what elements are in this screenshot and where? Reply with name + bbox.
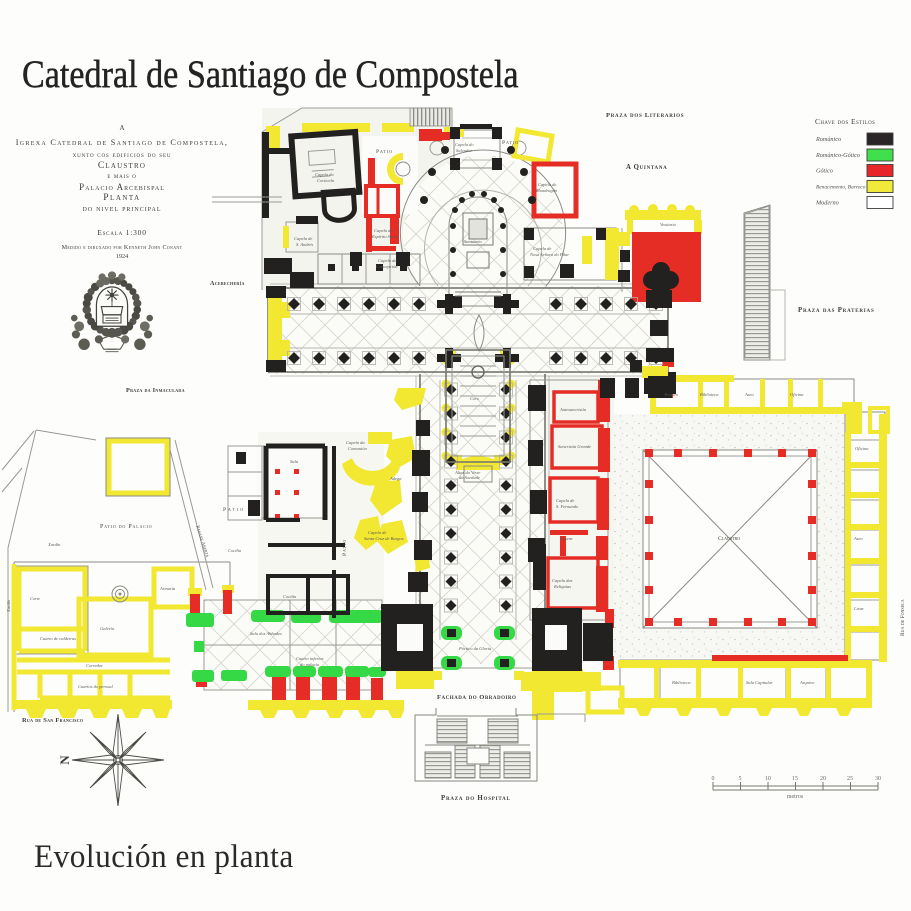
- svg-text:Patio: Patio: [376, 149, 393, 155]
- svg-text:Sancristía Grande: Sancristía Grande: [558, 444, 591, 449]
- svg-text:Románico-Gótico: Románico-Gótico: [815, 152, 860, 159]
- svg-text:Praza das Praterias: Praza das Praterias: [798, 307, 875, 314]
- svg-text:5: 5: [739, 776, 742, 782]
- svg-text:Adega: Adega: [389, 476, 402, 481]
- svg-text:Cuarto inferior: Cuarto inferior: [296, 656, 324, 661]
- svg-text:Sala: Sala: [290, 459, 299, 464]
- svg-text:Lixar: Lixar: [853, 606, 864, 611]
- svg-text:Espírito Santo: Espírito Santo: [371, 234, 399, 239]
- svg-text:Cuartos do persoal: Cuartos do persoal: [78, 684, 114, 689]
- svg-text:Acebechería: Acebechería: [210, 280, 245, 287]
- svg-text:30: 30: [875, 776, 881, 782]
- svg-text:Santuario: Santuario: [464, 239, 483, 244]
- svg-text:Xardín: Xardín: [6, 599, 11, 613]
- svg-text:do palacio: do palacio: [300, 662, 320, 667]
- svg-text:Patio do Palacio: Patio do Palacio: [100, 524, 152, 530]
- svg-text:Claustro: Claustro: [718, 536, 740, 542]
- svg-text:Pasear: Pasear: [559, 536, 573, 541]
- svg-text:Praza da Inmaculada: Praza da Inmaculada: [126, 387, 185, 394]
- svg-text:da Soedade: da Soedade: [459, 475, 480, 480]
- svg-text:Capela do: Capela do: [455, 142, 474, 147]
- svg-text:Galería: Galería: [100, 626, 115, 631]
- svg-text:Capela da: Capela da: [315, 172, 334, 177]
- svg-text:Altar da Virxe: Altar da Virxe: [454, 470, 480, 475]
- svg-text:Palacio Arcebispal: Palacio Arcebispal: [79, 182, 165, 192]
- svg-text:1924: 1924: [116, 253, 128, 260]
- svg-text:20: 20: [820, 776, 826, 782]
- svg-text:Oficina: Oficina: [790, 392, 804, 397]
- svg-text:Moderno: Moderno: [815, 200, 839, 207]
- svg-text:Nosa Señora do Pilar: Nosa Señora do Pilar: [529, 252, 569, 257]
- svg-text:Chave dos Estilos: Chave dos Estilos: [815, 117, 875, 126]
- svg-text:Fachada do Obradoiro: Fachada do Obradoiro: [437, 694, 516, 701]
- svg-text:S. Fernando: S. Fernando: [556, 504, 579, 509]
- svg-text:Capela do: Capela do: [374, 228, 393, 233]
- svg-text:Patio: Patio: [342, 539, 348, 556]
- svg-text:Planta: Planta: [103, 193, 140, 203]
- svg-text:0: 0: [712, 776, 715, 782]
- svg-text:Cociña: Cociña: [228, 548, 242, 553]
- svg-text:Sala dos Abbades: Sala dos Abbades: [250, 631, 282, 636]
- svg-text:Salvador: Salvador: [456, 148, 472, 153]
- svg-text:Sala Capitular: Sala Capitular: [746, 680, 773, 685]
- svg-text:Corte: Corte: [30, 596, 40, 601]
- svg-text:Concepción: Concepción: [376, 264, 398, 269]
- svg-text:Capela de: Capela de: [556, 498, 574, 503]
- svg-text:xunto cos edificios do seu: xunto cos edificios do seu: [73, 150, 172, 159]
- svg-text:Cuarto de caldeiras: Cuarto de caldeiras: [40, 636, 76, 641]
- svg-text:Gótico: Gótico: [816, 168, 833, 175]
- svg-text:A Quintana: A Quintana: [626, 164, 667, 171]
- svg-text:S. Andrés: S. Andrés: [296, 242, 313, 247]
- svg-text:Biblioteca: Biblioteca: [700, 392, 719, 397]
- svg-text:Escala 1:300: Escala 1:300: [97, 228, 147, 237]
- svg-text:Aseo: Aseo: [744, 392, 754, 397]
- svg-text:metros: metros: [787, 794, 804, 800]
- svg-text:Igrexa Catedral de Santiago de: Igrexa Catedral de Santiago de Compostel…: [16, 138, 228, 147]
- svg-text:Claustro: Claustro: [98, 161, 146, 171]
- svg-text:Pórtico da Gloria: Pórtico da Gloria: [458, 646, 492, 651]
- svg-text:25: 25: [847, 776, 853, 782]
- svg-text:Patio: Patio: [502, 140, 519, 146]
- svg-text:Biblioteca: Biblioteca: [672, 680, 691, 685]
- svg-text:e mais o: e mais o: [107, 171, 136, 180]
- svg-text:Rua de Fonseca: Rua de Fonseca: [900, 599, 906, 636]
- svg-text:Aseo: Aseo: [853, 536, 863, 541]
- svg-text:Reliquias: Reliquias: [553, 584, 571, 589]
- svg-text:15: 15: [792, 776, 798, 782]
- svg-text:Tesouro: Tesouro: [664, 392, 679, 397]
- svg-text:Capela de: Capela de: [533, 246, 551, 251]
- svg-text:Capela das: Capela das: [552, 578, 573, 583]
- svg-text:Patio: Patio: [223, 507, 245, 513]
- svg-text:Capela de: Capela de: [294, 236, 312, 241]
- svg-text:Santa Cruz de Burgos: Santa Cruz de Burgos: [364, 536, 404, 541]
- svg-text:Xardín: Xardín: [47, 542, 61, 547]
- svg-text:Renacemento, Barroco: Renacemento, Barroco: [815, 185, 866, 191]
- svg-text:Medido e dibuxado por Kenneth: Medido e dibuxado por Kenneth John Conan…: [62, 244, 183, 251]
- svg-text:Románico: Románico: [815, 136, 841, 143]
- svg-text:Corredor: Corredor: [86, 663, 103, 668]
- svg-text:Praza dos Literarios: Praza dos Literarios: [606, 112, 684, 119]
- svg-text:A: A: [119, 124, 124, 132]
- svg-text:Mondragón: Mondragón: [535, 188, 558, 193]
- svg-text:Comunión: Comunión: [348, 446, 368, 451]
- svg-text:Corticela: Corticela: [317, 178, 335, 183]
- svg-text:Cociña: Cociña: [283, 594, 297, 599]
- svg-text:10: 10: [765, 776, 771, 782]
- svg-text:Capela da: Capela da: [378, 258, 397, 263]
- svg-text:Armaría: Armaría: [159, 586, 176, 591]
- svg-text:Capela da: Capela da: [346, 440, 365, 445]
- svg-text:Praza do Hospital: Praza do Hospital: [441, 795, 511, 802]
- svg-text:Capela de: Capela de: [538, 182, 556, 187]
- svg-text:Antesancristía: Antesancristía: [559, 407, 587, 412]
- svg-text:Vestiario: Vestiario: [660, 222, 677, 227]
- svg-text:Arquivo: Arquivo: [799, 680, 815, 685]
- svg-text:do nivel principal: do nivel principal: [82, 204, 161, 213]
- svg-text:Capela de: Capela de: [368, 530, 386, 535]
- svg-text:N: N: [57, 755, 72, 765]
- svg-text:Oficina: Oficina: [855, 446, 869, 451]
- svg-text:Rua de San Francisco: Rua de San Francisco: [22, 717, 83, 724]
- svg-text:Coro: Coro: [470, 396, 480, 401]
